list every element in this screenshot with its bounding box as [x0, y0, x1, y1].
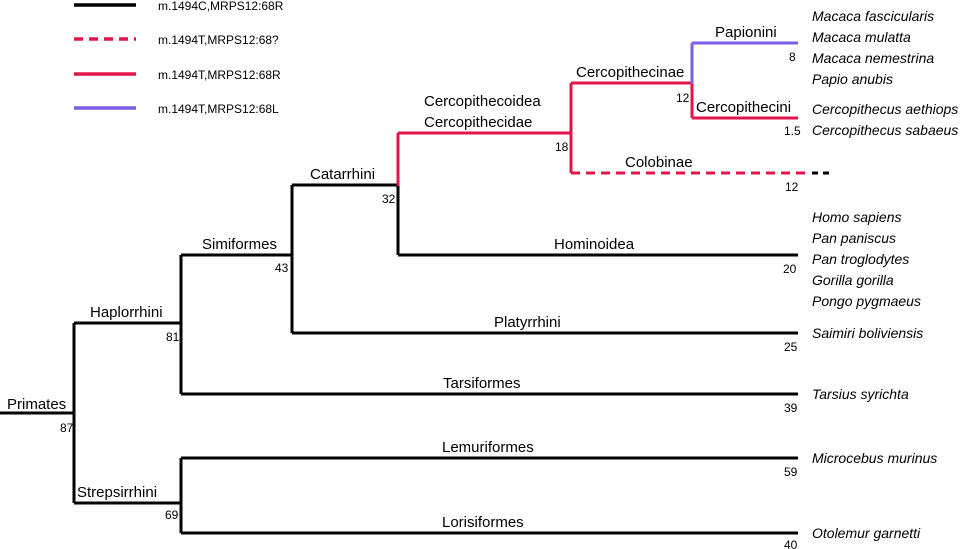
- legend-label: m.1494C,MRPS12:68R: [158, 0, 284, 13]
- age-lemuriformes: 59: [784, 465, 798, 479]
- clade-label-lorisiformes: Lorisiformes: [442, 514, 524, 531]
- species-label: Macaca fascicularis: [812, 8, 934, 24]
- age-strepsirrhini: 69: [165, 508, 179, 522]
- clade-label-simiformes: Simiformes: [202, 236, 277, 253]
- age-colobinae: 12: [785, 180, 799, 194]
- age-cercopithecini: 1.5: [784, 124, 801, 138]
- age-cercopithecidae: 18: [555, 140, 569, 154]
- branches-black: [0, 171, 834, 535]
- age-simiformes: 43: [275, 261, 289, 275]
- age-tarsiformes: 39: [784, 401, 798, 415]
- node-ages: 87 81 69 43 32 18 12 8 1.5 12 20 25 39 5…: [60, 50, 801, 549]
- species-label: Microcebus murinus: [812, 450, 937, 466]
- species-label: Saimiri boliviensis: [812, 325, 923, 341]
- species-label: Homo sapiens: [812, 209, 902, 225]
- branches-purple: [690, 41, 798, 84]
- clade-label-cercopithecidae: Cercopithecidae: [424, 114, 532, 131]
- age-platyrrhini: 25: [784, 340, 798, 354]
- legend-label: m.1494T,MRPS12:68L: [158, 102, 279, 116]
- clade-label-papionini: Papionini: [715, 24, 777, 41]
- species-label: Papio anubis: [812, 71, 893, 87]
- age-primates: 87: [60, 421, 74, 435]
- species-label: Macaca nemestrina: [812, 50, 934, 66]
- clade-label-hominoidea: Hominoidea: [554, 236, 635, 253]
- species-label: Otolemur garnetti: [812, 525, 921, 541]
- clade-label-catarrhini: Catarrhini: [310, 166, 375, 183]
- age-cercopithecinae: 12: [676, 91, 690, 105]
- species-label: Pan paniscus: [812, 230, 896, 246]
- species-label: Gorilla gorilla: [812, 272, 894, 288]
- age-catarrhini: 32: [382, 192, 396, 206]
- species-label: Cercopithecus sabaeus: [812, 122, 958, 138]
- clade-label-strepsirrhini: Strepsirrhini: [77, 484, 157, 501]
- clade-label-lemuriformes: Lemuriformes: [442, 439, 534, 456]
- clade-label-colobinae: Colobinae: [625, 154, 693, 171]
- clade-label-haplorrhini: Haplorrhini: [90, 304, 163, 321]
- clade-label-cercopithecoidea: Cercopithecoidea: [424, 93, 541, 110]
- clade-label-cercopithecinae: Cercopithecinae: [576, 64, 684, 81]
- legend: m.1494C,MRPS12:68R m.1494T,MRPS12:68? m.…: [74, 0, 284, 116]
- branches-red: [396, 81, 810, 186]
- age-hominoidea: 20: [783, 262, 797, 276]
- species-label: Tarsius syrichta: [812, 386, 909, 402]
- clade-label-platyrrhini: Platyrrhini: [494, 314, 561, 331]
- species-label: Pan troglodytes: [812, 251, 909, 267]
- species-label: Pongo pygmaeus: [812, 293, 921, 309]
- clade-labels: Primates Haplorrhini Strepsirrhini Simif…: [7, 24, 791, 531]
- age-lorisiformes: 40: [784, 538, 798, 549]
- legend-label: m.1494T,MRPS12:68?: [158, 33, 279, 47]
- species-label: Cercopithecus aethiops: [812, 101, 958, 117]
- clade-label-primates: Primates: [7, 396, 66, 413]
- species-label: Macaca mulatta: [812, 29, 911, 45]
- species-labels: Macaca fascicularis Macaca mulatta Macac…: [812, 8, 958, 541]
- clade-label-tarsiformes: Tarsiformes: [443, 375, 521, 392]
- clade-label-cercopithecini: Cercopithecini: [696, 99, 791, 116]
- legend-label: m.1494T,MRPS12:68R: [158, 68, 281, 82]
- age-papionini: 8: [789, 50, 796, 64]
- age-haplorrhini: 81: [166, 330, 180, 344]
